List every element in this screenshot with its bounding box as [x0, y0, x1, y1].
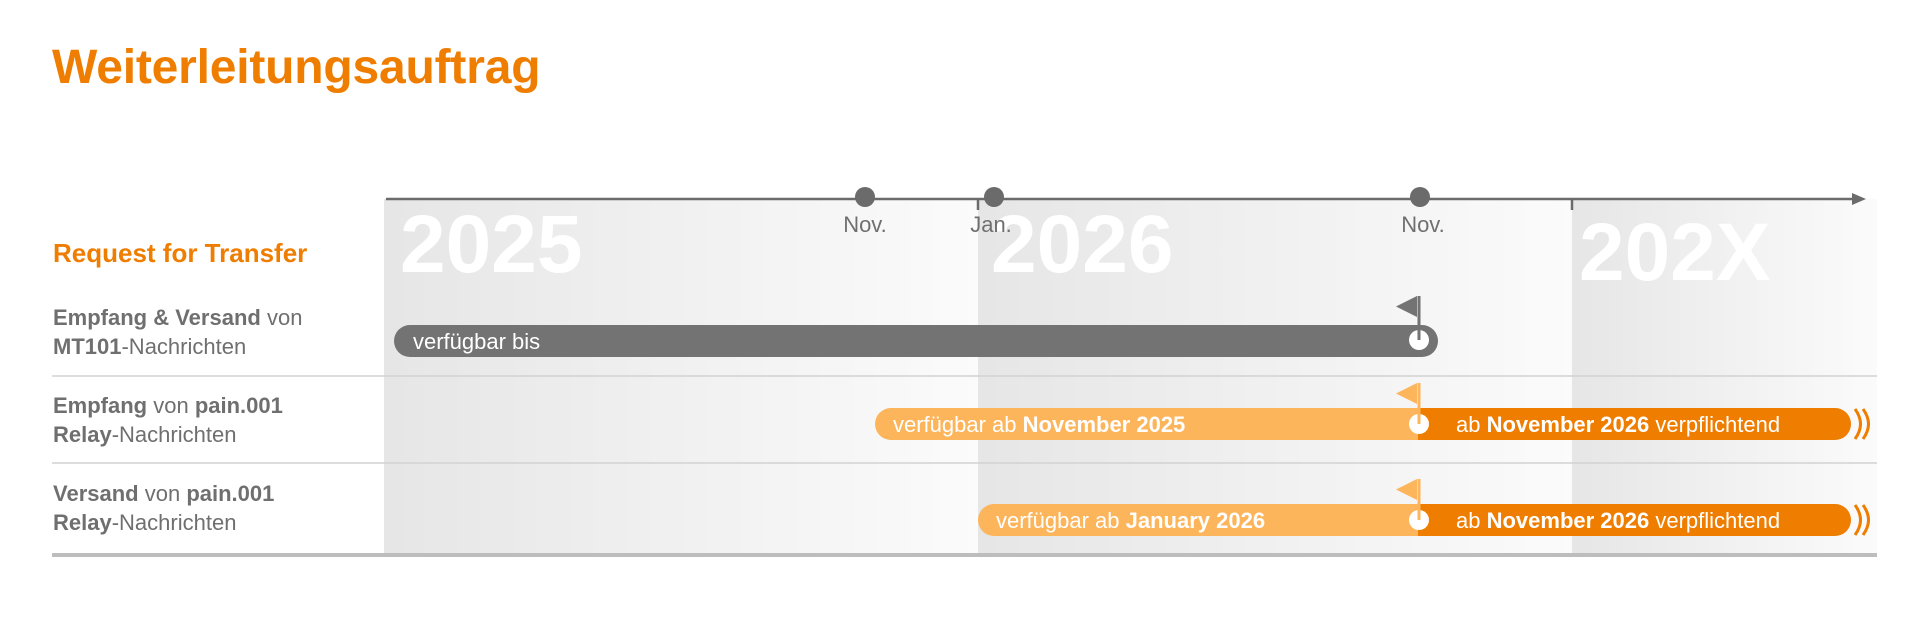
milestone-dot	[855, 187, 875, 207]
row-label-text: von	[260, 305, 303, 330]
row-label-bold: Empfang & Versand	[53, 305, 261, 330]
milestone-label: Nov.	[843, 212, 887, 237]
bar-label-text: verpflichtend	[1649, 508, 1780, 533]
bar-label-text: verfügbar ab	[893, 412, 1023, 437]
continuation-arc-icon	[1853, 408, 1862, 440]
row-label-bold: Versand	[53, 481, 139, 506]
bar-label-text: ab	[1456, 412, 1487, 437]
bar-label-text: verpflichtend	[1649, 412, 1780, 437]
row-label-bold: MT101	[53, 334, 122, 359]
availability-bar	[978, 504, 1436, 536]
bar-label-text: verfügbar ab	[996, 508, 1126, 533]
continuation-arc-icon	[1853, 504, 1862, 536]
bar-label-text: ab	[1456, 508, 1487, 533]
period-label: 2026	[991, 199, 1173, 290]
availability-bar	[875, 408, 1435, 440]
continuation-arc-icon	[1861, 408, 1870, 440]
end-flag-icon	[1396, 479, 1417, 500]
row-label-mt101: Empfang & Versand von MT101-Nachrichten	[53, 303, 302, 361]
period-label: 2025	[400, 199, 582, 290]
row-label-bold: Empfang	[53, 393, 148, 418]
bar-label-bold: November 2026	[1487, 508, 1650, 533]
end-flag-icon	[1396, 296, 1417, 317]
row-label-send-pain001: Versand von pain.001 Relay-Nachrichten	[53, 479, 274, 537]
bar-label-text: verfügbar bis	[413, 329, 540, 354]
availability-bar	[394, 325, 1438, 357]
row-label-text: von	[147, 393, 195, 418]
bar-label: verfügbar ab November 2025	[893, 412, 1185, 437]
end-flag-icon	[1396, 383, 1417, 404]
period-background-2026	[978, 199, 1572, 555]
bar-label-bold: November 2026	[1487, 412, 1650, 437]
axis-arrowhead	[1852, 193, 1866, 205]
row-label-text: -Nachrichten	[111, 422, 237, 447]
row-label-bold: pain.001	[186, 481, 275, 506]
bar-label-bold: November 2025	[1023, 412, 1186, 437]
milestone-dot	[984, 187, 1004, 207]
mandatory-bar	[1418, 504, 1851, 536]
row-label-bold: Relay	[53, 422, 112, 447]
bar-label-bold: January 2026	[1126, 508, 1265, 533]
page-title: Weiterleitungsauftrag	[52, 41, 541, 94]
period-background-202x	[1572, 199, 1877, 555]
continuation-arc-icon	[1861, 504, 1870, 536]
period-background-2025	[384, 199, 978, 555]
row-label-bold: Relay	[53, 510, 112, 535]
milestone-label: Nov.	[1401, 212, 1445, 237]
period-label: 202X	[1579, 207, 1771, 298]
row-label-text: von	[138, 481, 187, 506]
row-label-text: -Nachrichten	[121, 334, 247, 359]
row-label-bold: pain.001	[194, 393, 283, 418]
mandatory-bar	[1418, 408, 1851, 440]
row-label-text: -Nachrichten	[111, 510, 237, 535]
milestone-label: Jan.	[970, 212, 1012, 237]
bar-label: ab November 2026 verpflichtend	[1456, 412, 1780, 437]
milestone-dot	[1410, 187, 1430, 207]
bar-label: ab November 2026 verpflichtend	[1456, 508, 1780, 533]
section-label: Request for Transfer	[53, 238, 308, 268]
row-label-receive-pain001: Empfang von pain.001 Relay-Nachrichten	[53, 391, 283, 449]
bar-label: verfügbar ab January 2026	[996, 508, 1265, 533]
bar-label: verfügbar bis	[413, 329, 540, 354]
